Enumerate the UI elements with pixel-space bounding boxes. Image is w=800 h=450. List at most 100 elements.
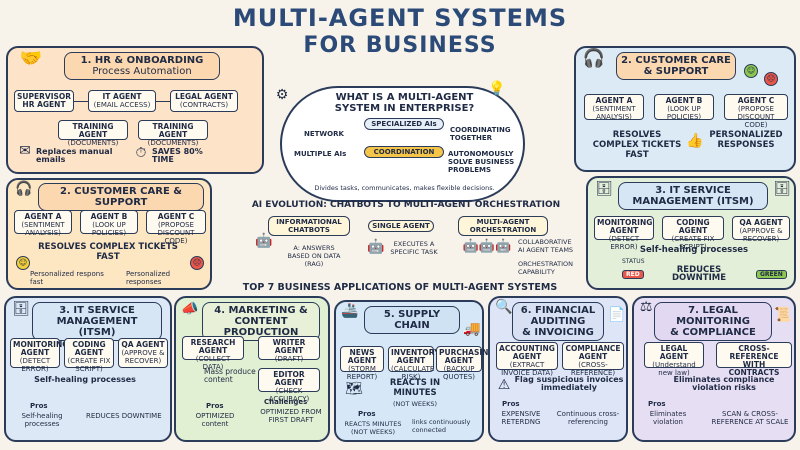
purchasing-agent-box: PURCHASING AGENT (BACKUP QUOTES)	[436, 346, 495, 381]
finance-title-line-2: & INVOICING	[522, 327, 594, 338]
training-agent-2-sub: (DOCUMENTS)	[147, 139, 199, 147]
research-agent-box: RESEARCH AGENT (COLLECT DATA)	[182, 336, 244, 371]
cc-left-pro-2: Personalized responses	[126, 270, 171, 286]
training-agent-box-2: TRAINING AGENT (DOCUMENTS)	[138, 120, 208, 147]
megaphone-icon: 📣	[181, 301, 199, 317]
it-agent-sub: (EMAIL ACCESS)	[93, 101, 151, 109]
coding-agent-right-sub: (CREATE FIX SCRIPT)	[671, 235, 715, 251]
editor-agent-box: EDITOR AGENT (CHECK ACCURACY)	[258, 368, 320, 403]
autonomously-solve-label: AUTONOMOUSLY SOLVE BUSINESS PROBLEMS	[448, 150, 515, 174]
legal-pro-1: Eliminates violation	[649, 410, 687, 426]
frown-icon-right: ☹	[764, 66, 778, 86]
page-title: MULTI-AGENT SYSTEMS FOR BUSINESS	[170, 4, 630, 60]
it-service-right-panel: 🗄 3. IT SERVICE MANAGEMENT (ITSM) 🗄 MONI…	[586, 176, 796, 290]
email-icon: ✉	[19, 143, 31, 159]
agent-a-right-sub: (SENTIMENT ANALYSIS)	[592, 105, 636, 121]
cross-reference-box: CROSS-REFERENCE WITH CONTRACTS	[716, 342, 792, 377]
monitoring-agent-left-sub: (DETECT ERROR)	[19, 357, 51, 373]
handshake-icon: 🤝	[19, 48, 43, 69]
legal-agent-box: LEGAL AGENT (Understand new law)	[644, 342, 704, 377]
training-agent-1-sub: (DOCUMENTS)	[67, 139, 119, 147]
finance-pros: Pros	[502, 400, 520, 408]
server-icon-right-2: 🗄	[773, 181, 791, 197]
supply-pros: Pros	[358, 410, 376, 418]
agent-c-box-right: AGENT C (PROPOSE DISCOUNT CODE)	[724, 94, 788, 129]
status-label: STATUS	[622, 258, 645, 265]
saves-time-text: SAVES 80% TIME	[152, 147, 203, 164]
lightbulb-icon: 💡	[488, 81, 506, 97]
news-agent-label: NEWS AGENT	[347, 348, 377, 365]
top7-heading: TOP 7 BUSINESS APPLICATIONS OF MULTI-AGE…	[242, 282, 558, 293]
training-agent-box-1: TRAINING AGENT (DOCUMENTS)	[58, 120, 128, 147]
finance-pro-1: EXPENSIVE RETERDNG	[501, 410, 541, 426]
customer-care-left-panel: 🎧 2. CUSTOMER CARE & SUPPORT AGENT A (SE…	[6, 178, 212, 290]
it-right-title-line-2: MANAGEMENT (ITSM)	[632, 196, 754, 207]
legal-pro-2: SCAN & CROSS-REFERENCE AT SCALE	[711, 410, 789, 426]
agent-b-box-left: AGENT B (LOOK UP POLICIES)	[80, 210, 138, 237]
marketing-challenges: Challenges	[264, 398, 308, 406]
stage-single-desc: EXECUTES A SPECIFIC TASK	[390, 240, 438, 256]
editor-agent-sub: (CHECK ACCURACY)	[268, 387, 310, 403]
news-agent-box: NEWS AGENT (STORM REPORT)	[340, 346, 384, 381]
replaces-manual-text: Replaces manual emails	[36, 147, 113, 164]
stage-chatbots-desc: A: ANSWERS BASED ON DATA (RAG)	[287, 244, 341, 268]
supervisor-hr-agent-box: SUPERVISOR HR AGENT	[14, 90, 74, 112]
writer-agent-box: WRITER AGENT (DRAFT)	[258, 336, 320, 363]
hr-title-line-2: Process Automation	[92, 66, 192, 77]
hr-title: 1. HR & ONBOARDING Process Automation	[64, 52, 220, 80]
marketing-title: 4. MARKETING & CONTENT PRODUCTION	[202, 302, 320, 341]
specialized-ais-tag: SPECIALIZED AIs	[364, 118, 444, 130]
agent-a-box-right: AGENT A (SENTIMENT ANALYSIS)	[584, 94, 644, 121]
financial-auditing-panel: 🔍 6. FINANCIAL AUDITING & INVOICING 📄 AC…	[488, 296, 628, 442]
agent-c-right-sub: (PROPOSE DISCOUNT CODE)	[737, 105, 775, 129]
marketing-panel: 📣 4. MARKETING & CONTENT PRODUCTION RESE…	[174, 296, 330, 442]
customer-care-right-panel: 🎧 2. CUSTOMER CARE & SUPPORT ☺ ☹ AGENT A…	[574, 46, 796, 172]
title-line-2: FOR BUSINESS	[303, 33, 497, 58]
coding-agent-left: CODING AGENT (CREATE FIX SCRIPT)	[64, 338, 114, 373]
eliminates-compliance-text: Eliminates compliance violation risks	[673, 375, 775, 392]
monitoring-agent-right-label: MONITORING AGENT	[597, 218, 653, 235]
training-agent-1-label: TRAINING AGENT	[72, 122, 114, 139]
qa-agent-left: QA AGENT (APPROVE & RECOVER)	[118, 338, 168, 368]
truck-icon: 🚚	[463, 321, 481, 337]
agent-c-right-label: AGENT C	[737, 96, 775, 105]
qa-agent-right-label: QA AGENT	[739, 218, 783, 227]
headset-icon-right: 🎧	[582, 48, 606, 69]
multiple-ais-label: MULTIPLE AIs	[294, 150, 347, 158]
hr-arrow-2	[156, 101, 170, 102]
agent-b-box-right: AGENT B (LOOK UP POLICIES)	[654, 94, 714, 121]
ship-icon: 🚢	[341, 303, 359, 319]
writer-agent-label: WRITER AGENT	[272, 338, 306, 355]
coding-agent-right-label: CODING AGENT	[676, 218, 710, 235]
reduces-downtime-right: REDUCES DOWNTIME	[672, 265, 726, 283]
cross-reference-label: CROSS-REFERENCE WITH CONTRACTS	[728, 344, 780, 377]
compliance-agent-sub: (CROSS-REFERENCE)	[570, 361, 616, 377]
headset-icon: 🎧	[15, 181, 33, 197]
finance-title-line-1: 6. FINANCIAL AUDITING	[520, 305, 596, 327]
it-service-left-panel: 🗄 3. IT SERVICE MANAGEMENT (ITSM) MONITO…	[4, 296, 172, 442]
qa-agent-left-label: QA AGENT	[121, 340, 165, 349]
agent-a-left-label: AGENT A	[24, 212, 62, 221]
document-icon: 📜	[774, 307, 792, 323]
map-icon: 🗺	[345, 381, 363, 397]
status-red-pill: RED	[622, 270, 644, 279]
team-robots-icon: 🤖🤖🤖	[462, 239, 512, 254]
magnifier-icon: 🔍	[495, 299, 513, 315]
supply-pro-1: REACTS MINUTES (NOT WEEKS)	[344, 420, 402, 436]
status-green-pill: GREEN	[756, 270, 787, 279]
agent-c-left-label: AGENT C	[157, 212, 195, 221]
finance-title: 6. FINANCIAL AUDITING & INVOICING	[512, 302, 604, 341]
marketing-pro-2: OPTIMIZED FROM FIRST DRAFT	[260, 408, 322, 424]
smiley-icon: ☺	[16, 250, 30, 270]
it-left-title: 3. IT SERVICE MANAGEMENT (ITSM)	[32, 302, 162, 341]
divides-tasks-text: Divides tasks, communicates, makes flexi…	[314, 184, 495, 192]
chatbot-robot-icon: 🤖	[255, 233, 273, 249]
legal-title-line-2: & COMPLIANCE	[670, 327, 756, 338]
it-right-title-line-1: 3. IT SERVICE	[655, 185, 731, 196]
agent-a-left-sub: (SENTIMENT ANALYSIS)	[21, 221, 65, 237]
stage-orchestration: MULTI-AGENT ORCHESTRATION	[458, 216, 548, 236]
accounting-agent-label: ACCOUNTING AGENT	[499, 344, 555, 361]
gears-icon: ⚙	[275, 87, 289, 103]
ai-evolution-heading: AI EVOLUTION: CHATBOTS TO MULTI-AGENT OR…	[251, 200, 561, 210]
it-right-title: 3. IT SERVICE MANAGEMENT (ITSM)	[618, 182, 768, 210]
